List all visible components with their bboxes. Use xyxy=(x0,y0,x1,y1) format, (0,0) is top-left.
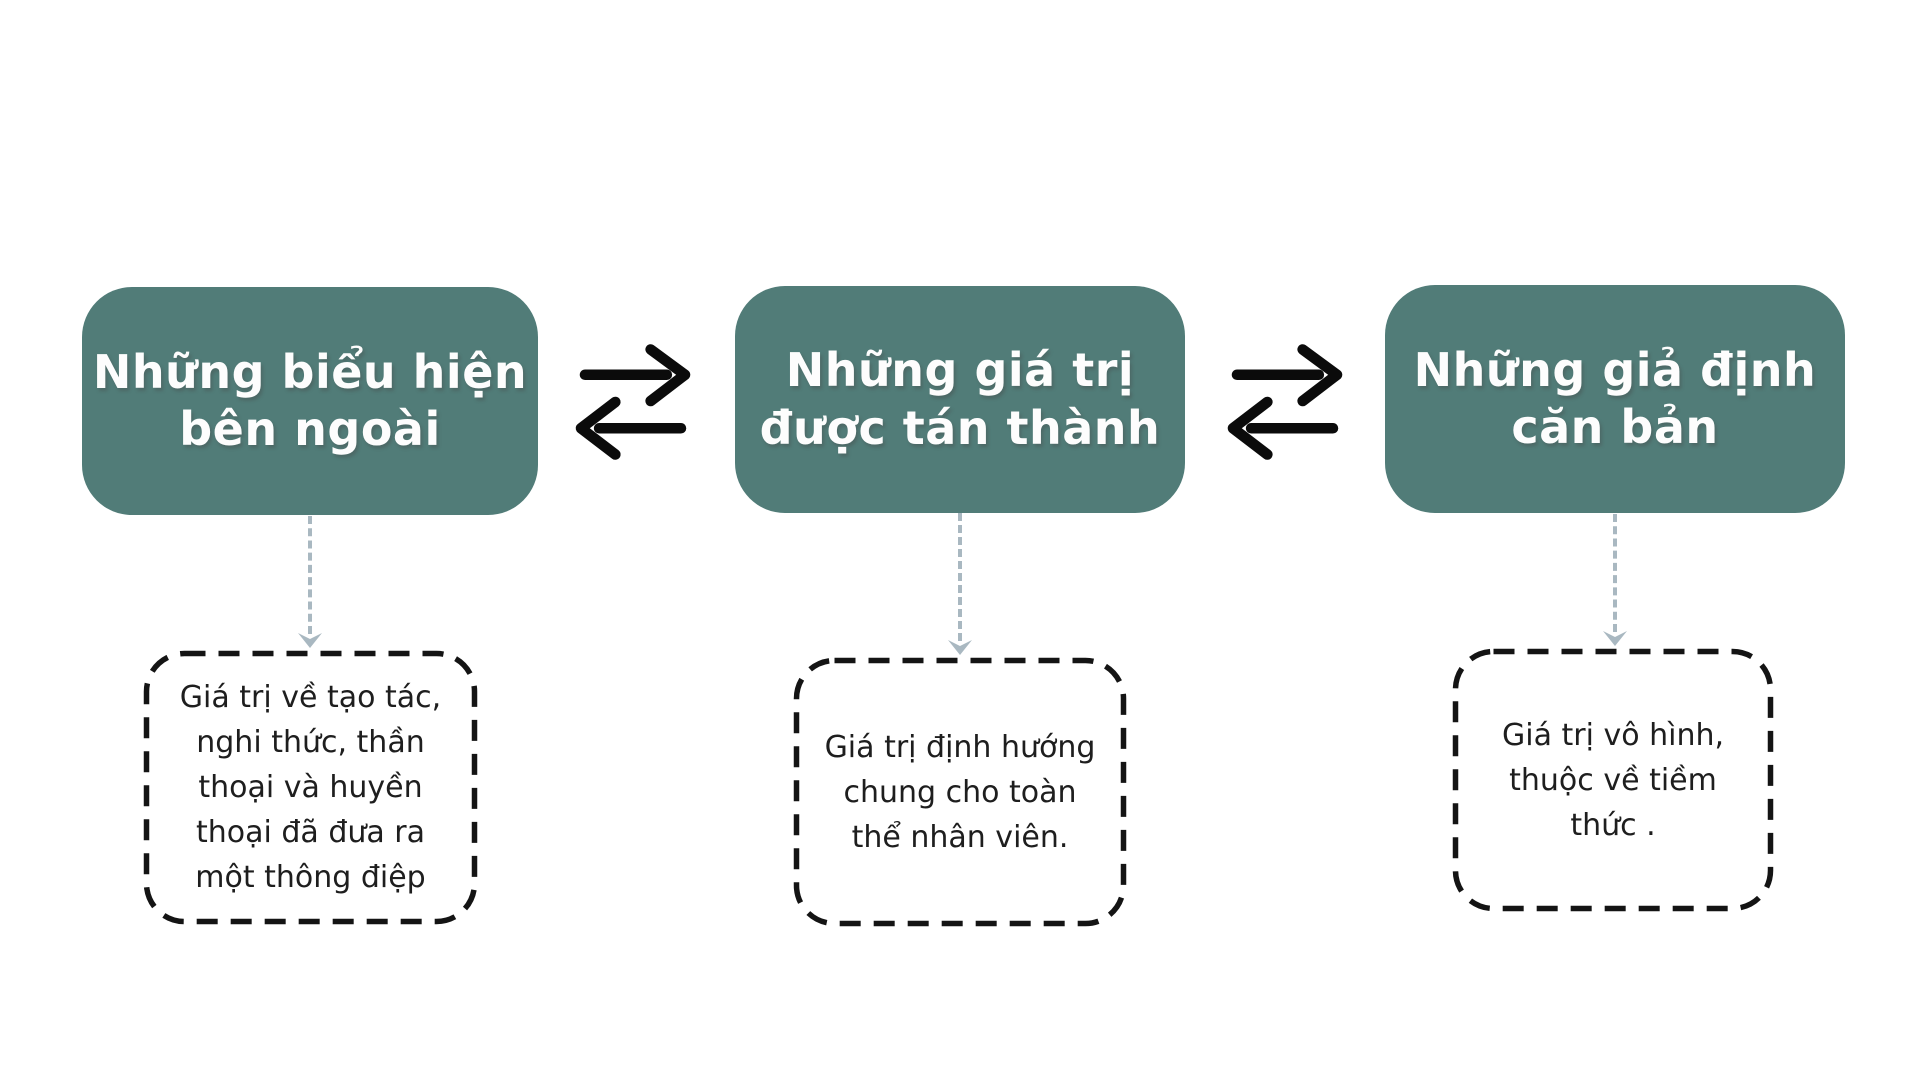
dashed-down-arrow-line xyxy=(1613,514,1617,632)
dashed-down-arrow-icon xyxy=(948,513,972,655)
desc-box-basic-assumptions-text: Giá trị vô hình, thuộc về tiềm thức . xyxy=(1501,717,1725,843)
swap-arrows-icon xyxy=(1227,344,1343,460)
level-box-basic-assumptions-title: Những giả định căn bản xyxy=(1413,342,1817,455)
dashed-down-arrow-icon xyxy=(298,516,322,648)
dashed-down-arrow-line xyxy=(308,516,312,634)
desc-box-espoused-values-text: Giá trị định hướng chung cho toàn thể nh… xyxy=(824,729,1096,855)
dashed-down-arrow-icon xyxy=(1603,514,1627,646)
level-box-espoused-values: Những giá trị được tán thành xyxy=(735,286,1185,513)
level-box-basic-assumptions: Những giả định căn bản xyxy=(1385,285,1845,513)
level-box-artifacts: Những biểu hiện bên ngoài xyxy=(82,287,538,515)
desc-box-basic-assumptions: Giá trị vô hình, thuộc về tiềm thức . xyxy=(1452,648,1774,912)
desc-box-espoused-values: Giá trị định hướng chung cho toàn thể nh… xyxy=(793,657,1127,927)
dashed-down-arrow-head xyxy=(1603,631,1627,646)
level-box-espoused-values-title: Những giá trị được tán thành xyxy=(759,343,1161,455)
desc-box-artifacts: Giá trị về tạo tác, nghi thức, thần thoạ… xyxy=(143,650,478,925)
dashed-down-arrow-head xyxy=(298,633,322,648)
level-box-artifacts-title: Những biểu hiện bên ngoài xyxy=(92,344,528,457)
desc-box-artifacts-text: Giá trị về tạo tác, nghi thức, thần thoạ… xyxy=(179,680,442,895)
swap-arrows-icon xyxy=(575,344,691,460)
dashed-down-arrow-line xyxy=(958,513,962,641)
dashed-down-arrow-head xyxy=(948,640,972,655)
